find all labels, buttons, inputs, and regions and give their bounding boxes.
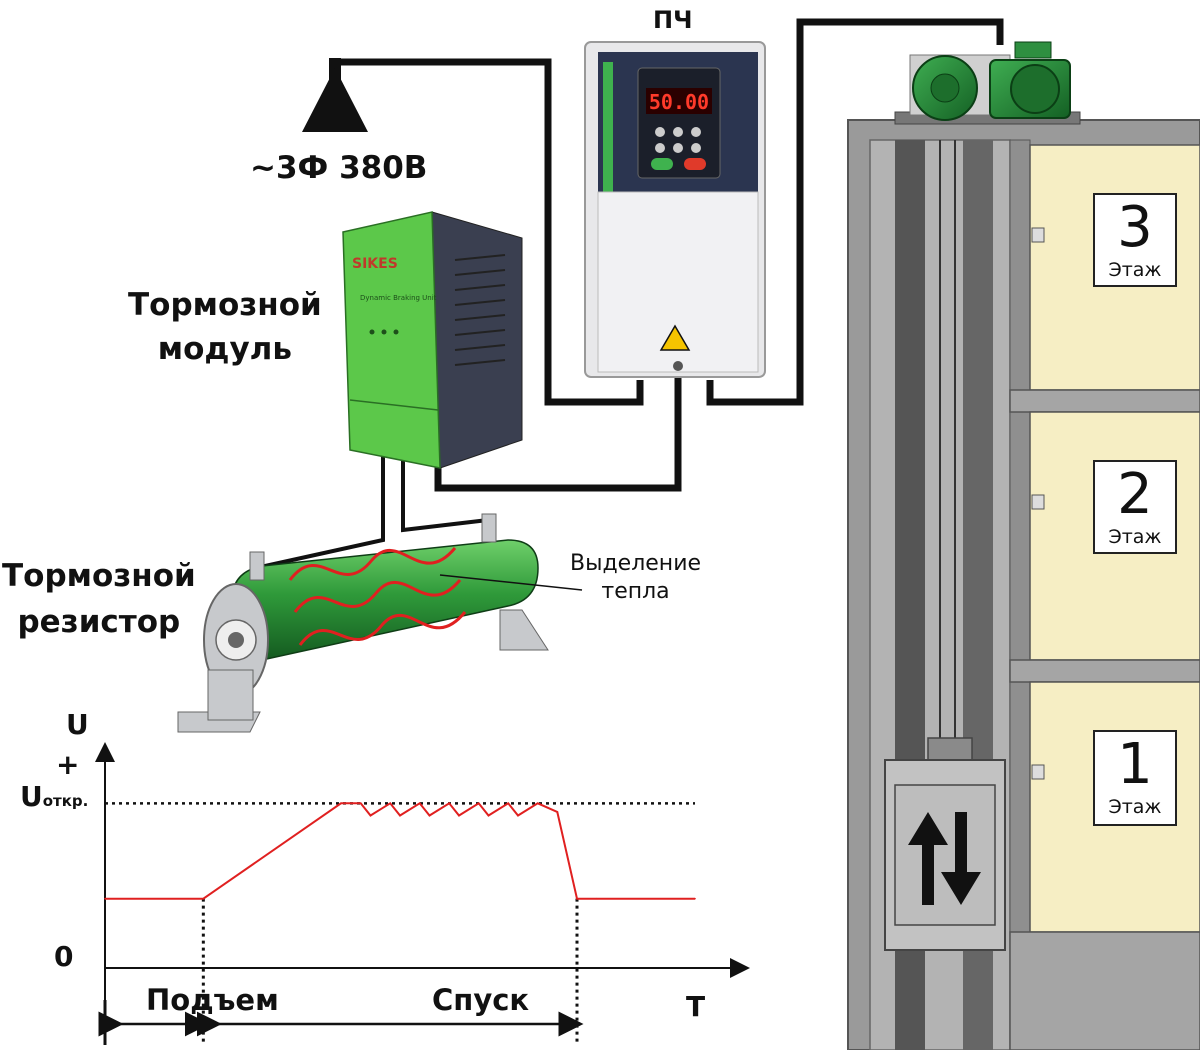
braking-module-label-line1: Тормозной xyxy=(128,287,322,323)
chart-y-tick-plus: + xyxy=(56,748,80,781)
voltage-series-points xyxy=(104,802,696,900)
voltage-point-6 xyxy=(399,814,401,817)
floor-2-word: Этаж xyxy=(1108,526,1162,548)
brake-subtitle: Dynamic Braking Unit xyxy=(360,294,437,302)
chart-threshold-label: Uоткр. xyxy=(20,780,88,813)
voltage-point-14 xyxy=(517,814,519,817)
voltage-point-1 xyxy=(202,897,205,900)
floor-1-number: 1 xyxy=(1117,732,1153,797)
heat-leader-line xyxy=(439,574,583,591)
voltage-point-3 xyxy=(359,802,362,805)
chart-threshold-sub: откр. xyxy=(42,792,89,810)
voltage-series-line xyxy=(105,801,695,900)
voltage-point-2 xyxy=(340,802,342,805)
braking-resistor-device xyxy=(177,513,583,733)
floor-3-number: 3 xyxy=(1117,195,1153,260)
brake-brand: SIKES xyxy=(352,256,398,272)
chart-y-axis-label: U xyxy=(66,708,89,741)
vfd-label: ПЧ xyxy=(653,6,693,34)
heat-label-line2: тепла xyxy=(601,579,670,604)
voltage-point-16 xyxy=(556,811,559,813)
heat-label-line1: Выделение xyxy=(570,551,702,576)
braking-resistor-label: Тормозной резистор xyxy=(2,553,196,645)
chart-y-tick-zero: 0 xyxy=(54,940,74,973)
elevator-motor xyxy=(894,41,1081,125)
voltage-point-10 xyxy=(458,814,460,817)
voltage-point-5 xyxy=(389,802,391,805)
vfd-run-button[interactable] xyxy=(651,158,673,170)
voltage-point-11 xyxy=(477,802,480,805)
heat-label: Выделение тепла xyxy=(570,550,701,606)
floor-1-sign: 1 Этаж xyxy=(1093,730,1177,826)
vfd-display: 50.00 xyxy=(649,90,709,114)
voltage-point-8 xyxy=(428,814,431,817)
voltage-point-7 xyxy=(418,802,421,805)
voltage-chart xyxy=(95,742,750,1045)
voltage-point-19 xyxy=(694,897,696,900)
voltage-point-12 xyxy=(487,814,490,817)
voltage-point-9 xyxy=(448,802,450,805)
braking-resistor-label-line1: Тормозной xyxy=(2,558,196,594)
voltage-point-13 xyxy=(507,802,509,805)
voltage-point-17 xyxy=(576,897,578,900)
braking-module-label-line2: модуль xyxy=(157,331,292,367)
heat-waves xyxy=(288,547,467,646)
voltage-point-18 xyxy=(595,897,598,900)
warning-icon xyxy=(659,324,691,351)
down-arrow-icon xyxy=(941,812,981,905)
voltage-point-4 xyxy=(369,814,372,817)
vfd-stop-button[interactable] xyxy=(684,158,706,170)
voltage-point-15 xyxy=(536,802,539,805)
wiring xyxy=(335,18,1004,492)
floor-2-number: 2 xyxy=(1117,462,1153,527)
frequency-converter: 50.00 xyxy=(584,41,766,378)
segment-label-descent: Спуск xyxy=(432,983,530,1017)
floor-1-word: Этаж xyxy=(1108,796,1162,818)
braking-module-label: Тормозной модуль xyxy=(128,283,322,371)
braking-module-device: SIKES Dynamic Braking Unit xyxy=(342,211,523,469)
elevator-cabin xyxy=(884,737,1006,951)
floor-2-sign: 2 Этаж xyxy=(1093,460,1177,554)
voltage-point-0 xyxy=(104,897,106,900)
segment-label-lift: Подъем xyxy=(146,983,279,1017)
power-supply-label: ~3Ф 380В xyxy=(250,150,428,186)
up-arrow-icon xyxy=(908,812,948,905)
floor-3-word: Этаж xyxy=(1108,259,1162,281)
chart-threshold-main: U xyxy=(20,780,43,813)
braking-resistor-label-line2: резистор xyxy=(17,604,181,640)
power-supply-symbol xyxy=(302,58,368,132)
chart-x-axis-label: T xyxy=(686,990,706,1023)
floor-3-sign: 3 Этаж xyxy=(1093,193,1177,287)
